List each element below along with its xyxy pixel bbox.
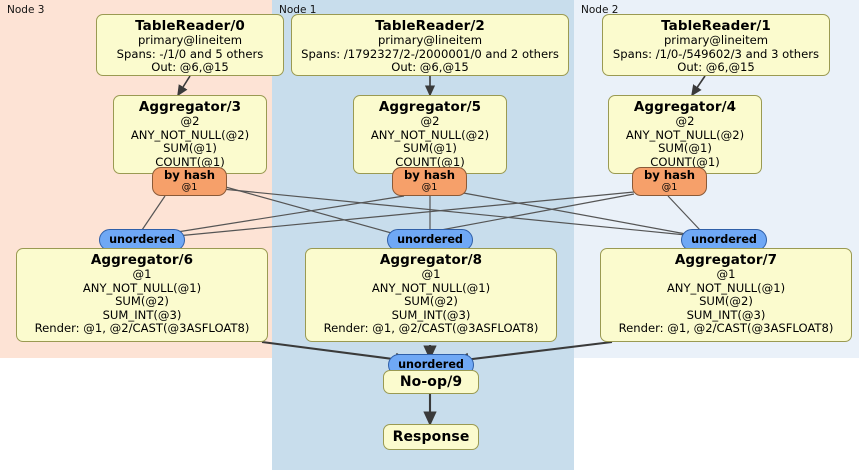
box-line: SUM_INT(@3) — [102, 307, 182, 322]
router-label: unordered — [691, 233, 757, 246]
box-response[interactable]: Response — [383, 424, 479, 450]
box-line: ANY_NOT_NULL(@2) — [370, 127, 490, 142]
box-title: Aggregator/5 — [378, 99, 482, 115]
box-line: @1 — [716, 267, 736, 281]
router-unordered-right[interactable]: unordered — [681, 229, 767, 251]
box-line: Spans: /1/0-/549602/3 and 3 others — [612, 46, 820, 61]
box-line: SUM_INT(@3) — [391, 307, 471, 322]
router-by-hash-left[interactable]: by hash @1 — [152, 167, 227, 196]
box-title: Aggregator/3 — [138, 99, 242, 115]
box-line: COUNT(@1) — [395, 154, 465, 169]
box-title: TableReader/1 — [661, 18, 771, 34]
box-line: Spans: -/1/0 and 5 others — [116, 46, 264, 61]
box-line: ANY_NOT_NULL(@1) — [371, 280, 491, 295]
box-line: Render: @1, @2/CAST(@3ASFLOAT8) — [618, 321, 834, 336]
box-line: ANY_NOT_NULL(@1) — [666, 280, 786, 295]
box-title: No-op/9 — [399, 374, 463, 390]
router-label: by hash — [643, 168, 696, 182]
box-line: SUM_INT(@3) — [686, 307, 766, 322]
box-line: primary@lineitem — [377, 33, 483, 47]
router-label: unordered — [398, 358, 464, 371]
box-line: @2 — [675, 114, 695, 128]
box-title: Aggregator/7 — [674, 252, 778, 268]
box-tablereader-1[interactable]: TableReader/1 primary@lineitem Spans: /1… — [602, 14, 830, 76]
router-label: unordered — [397, 233, 463, 246]
panel-node2-label: Node 2 — [581, 4, 619, 16]
box-no-op-9[interactable]: No-op/9 — [383, 370, 479, 394]
box-tablereader-0[interactable]: TableReader/0 primary@lineitem Spans: -/… — [96, 14, 284, 76]
router-unordered-left[interactable]: unordered — [99, 229, 185, 251]
router-sublabel: @1 — [181, 182, 198, 193]
box-title: TableReader/0 — [135, 18, 245, 34]
box-aggregator-6[interactable]: Aggregator/6 @1 ANY_NOT_NULL(@1) SUM(@2)… — [16, 248, 268, 342]
box-line: ANY_NOT_NULL(@1) — [82, 280, 202, 295]
router-sublabel: @1 — [421, 182, 438, 193]
box-line: Spans: /1792327/2-/2000001/0 and 2 other… — [301, 46, 559, 61]
box-line: Out: @6,@15 — [677, 60, 755, 75]
box-line: COUNT(@1) — [650, 154, 720, 169]
box-aggregator-7[interactable]: Aggregator/7 @1 ANY_NOT_NULL(@1) SUM(@2)… — [600, 248, 852, 342]
router-label: by hash — [163, 168, 216, 182]
box-aggregator-5[interactable]: Aggregator/5 @2 ANY_NOT_NULL(@2) SUM(@1)… — [353, 95, 507, 174]
box-line: primary@lineitem — [137, 33, 243, 47]
panel-node1-label: Node 1 — [279, 4, 317, 16]
box-line: SUM(@1) — [403, 141, 457, 156]
box-aggregator-4[interactable]: Aggregator/4 @2 ANY_NOT_NULL(@2) SUM(@1)… — [608, 95, 762, 174]
box-line: Out: @6,@15 — [391, 60, 469, 75]
box-title: Aggregator/6 — [90, 252, 194, 268]
box-line: SUM(@2) — [404, 294, 458, 309]
router-label: by hash — [403, 168, 456, 182]
box-line: @1 — [421, 267, 441, 281]
box-line: @2 — [180, 114, 200, 128]
box-line: ANY_NOT_NULL(@2) — [130, 127, 250, 142]
box-line: SUM(@1) — [163, 141, 217, 156]
box-title: Aggregator/4 — [633, 99, 737, 115]
router-unordered-mid[interactable]: unordered — [387, 229, 473, 251]
box-aggregator-8[interactable]: Aggregator/8 @1 ANY_NOT_NULL(@1) SUM(@2)… — [305, 248, 557, 342]
box-line: @2 — [420, 114, 440, 128]
box-line: @1 — [132, 267, 152, 281]
box-line: SUM(@2) — [699, 294, 753, 309]
box-aggregator-3[interactable]: Aggregator/3 @2 ANY_NOT_NULL(@2) SUM(@1)… — [113, 95, 267, 174]
box-line: Render: @1, @2/CAST(@3ASFLOAT8) — [34, 321, 250, 336]
box-title: Aggregator/8 — [379, 252, 483, 268]
panel-node3-label: Node 3 — [7, 4, 45, 16]
box-line: COUNT(@1) — [155, 154, 225, 169]
box-title: TableReader/2 — [375, 18, 485, 34]
box-line: ANY_NOT_NULL(@2) — [625, 127, 745, 142]
router-sublabel: @1 — [661, 182, 678, 193]
box-title: Response — [392, 429, 470, 445]
box-line: SUM(@1) — [658, 141, 712, 156]
box-line: Render: @1, @2/CAST(@3ASFLOAT8) — [323, 321, 539, 336]
router-label: unordered — [109, 233, 175, 246]
box-line: Out: @6,@15 — [151, 60, 229, 75]
box-tablereader-2[interactable]: TableReader/2 primary@lineitem Spans: /1… — [291, 14, 569, 76]
router-by-hash-right[interactable]: by hash @1 — [632, 167, 707, 196]
box-line: primary@lineitem — [663, 33, 769, 47]
router-by-hash-mid[interactable]: by hash @1 — [392, 167, 467, 196]
box-line: SUM(@2) — [115, 294, 169, 309]
